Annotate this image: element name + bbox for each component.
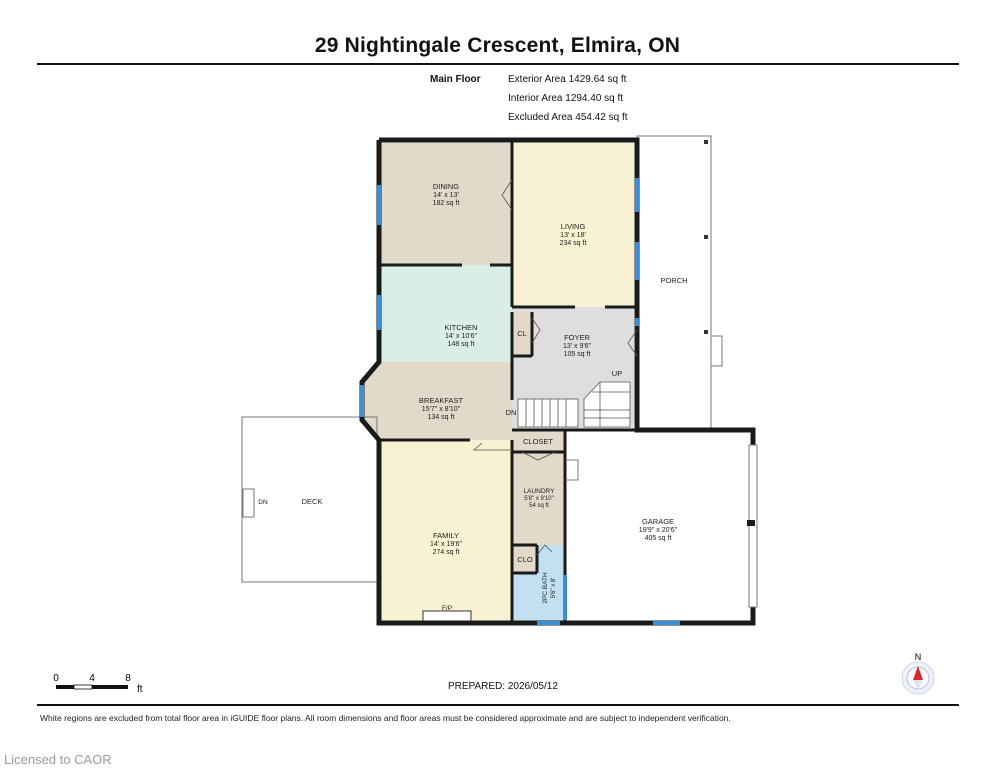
room-clo: CLO <box>517 555 533 564</box>
top-rule <box>37 63 959 65</box>
porch-pillar-2 <box>704 235 708 239</box>
excluded-area: Excluded Area 454.42 sq ft <box>508 112 628 123</box>
deck-down-label: DN <box>258 499 268 506</box>
svg-text:FAMILY: FAMILY <box>433 531 459 540</box>
svg-text:105 sq ft: 105 sq ft <box>564 351 591 358</box>
svg-text:274 sq ft: 274 sq ft <box>433 549 460 556</box>
svg-text:2PC BATH: 2PC BATH <box>542 572 549 604</box>
area-summary: Main Floor Exterior Area 1429.64 sq ft I… <box>430 70 628 127</box>
svg-text:405 sq ft: 405 sq ft <box>645 535 672 542</box>
license-watermark: Licensed to CAOR <box>4 752 112 767</box>
room-porch: PORCH <box>660 276 687 285</box>
svg-text:14' x 13': 14' x 13' <box>433 192 459 199</box>
svg-text:4: 4 <box>89 673 95 684</box>
bath-fill <box>512 573 565 623</box>
stairs <box>517 381 631 428</box>
porch-pillar-1 <box>704 140 708 144</box>
porch-step <box>710 335 723 367</box>
cl-fill <box>512 312 532 356</box>
svg-text:13' x 9'6": 13' x 9'6" <box>563 343 592 350</box>
room-deck: DECK <box>302 497 323 506</box>
svg-text:LAUNDRY: LAUNDRY <box>524 488 556 495</box>
svg-text:14' x 10'6": 14' x 10'6" <box>445 333 478 340</box>
svg-text:8: 8 <box>125 673 131 684</box>
family-fill <box>381 440 512 623</box>
bottom-rule <box>37 704 959 706</box>
interior-area: Interior Area 1294.40 sq ft <box>508 93 624 104</box>
scale-bar: 0 4 8 ft <box>53 673 143 695</box>
breakfast-fill <box>362 362 512 440</box>
room-closet: CLOSET <box>523 437 553 446</box>
fireplace-label: F/P <box>442 605 452 612</box>
closet-fill <box>512 430 565 452</box>
compass-icon: N <box>901 652 935 695</box>
porch-pillar-3 <box>704 330 708 334</box>
svg-text:234 sq ft: 234 sq ft <box>560 240 587 247</box>
svg-text:GARAGE: GARAGE <box>642 517 674 526</box>
room-foyer: FOYER 13' x 9'6" 105 sq ft <box>563 333 592 358</box>
room-laundry: LAUNDRY 5'8" x 9'10" 54 sq ft <box>524 488 556 509</box>
dining-fill <box>381 143 512 265</box>
clo-fill <box>512 545 537 573</box>
svg-text:54 sq ft: 54 sq ft <box>529 503 549 509</box>
stairs-up-label: UP <box>612 369 622 378</box>
svg-text:5'6" x 8': 5'6" x 8' <box>551 578 557 599</box>
room-dining: DINING 14' x 13' 182 sq ft <box>433 182 460 207</box>
room-kitchen: KITCHEN 14' x 10'6" 148 sq ft <box>445 323 478 348</box>
deck-step <box>242 488 255 518</box>
svg-text:ft: ft <box>137 684 143 695</box>
svg-text:N: N <box>915 652 922 662</box>
room-cl: CL <box>517 329 527 338</box>
svg-text:BREAKFAST: BREAKFAST <box>419 396 464 405</box>
room-family: FAMILY 14' x 19'6" 274 sq ft <box>430 531 463 556</box>
kitchen-fill <box>381 265 512 362</box>
door-swings <box>472 179 638 556</box>
svg-text:0: 0 <box>53 673 59 684</box>
svg-text:DINING: DINING <box>433 182 459 191</box>
svg-text:182 sq ft: 182 sq ft <box>433 200 460 207</box>
svg-text:14' x 19'6": 14' x 19'6" <box>430 541 463 548</box>
svg-text:19'9" x 20'6": 19'9" x 20'6" <box>639 527 678 534</box>
svg-text:134 sq ft: 134 sq ft <box>428 414 455 421</box>
exterior-walls <box>359 137 756 626</box>
exterior-area: Exterior Area 1429.64 sq ft <box>508 74 627 85</box>
room-bath: 2PC BATH 5'6" x 8' <box>542 572 557 604</box>
svg-text:LIVING: LIVING <box>561 222 586 231</box>
svg-text:15'7" x 8'10": 15'7" x 8'10" <box>422 406 461 413</box>
interior-walls <box>379 140 637 623</box>
stairs-down-label: DN <box>506 408 517 417</box>
floor-label: Main Floor <box>430 74 481 85</box>
laundry-fill <box>512 452 565 545</box>
room-garage: GARAGE 19'9" x 20'6" 405 sq ft <box>639 517 678 542</box>
disclaimer: White regions are excluded from total fl… <box>40 713 731 723</box>
windows <box>360 178 680 625</box>
svg-text:13' x 18': 13' x 18' <box>560 232 586 239</box>
room-living: LIVING 13' x 18' 234 sq ft <box>560 222 587 247</box>
prepared-date: PREPARED: 2026/05/12 <box>448 681 558 692</box>
svg-text:FOYER: FOYER <box>564 333 590 342</box>
plan-title: 29 Nightingale Crescent, Elmira, ON <box>314 34 681 57</box>
fireplace <box>422 610 472 622</box>
room-breakfast: BREAKFAST 15'7" x 8'10" 134 sq ft <box>419 396 464 421</box>
svg-text:148 sq ft: 148 sq ft <box>448 341 475 348</box>
garage-door-post <box>747 520 755 526</box>
svg-text:5'8" x 9'10": 5'8" x 9'10" <box>524 496 554 502</box>
living-fill <box>512 143 634 307</box>
svg-text:KITCHEN: KITCHEN <box>445 323 478 332</box>
